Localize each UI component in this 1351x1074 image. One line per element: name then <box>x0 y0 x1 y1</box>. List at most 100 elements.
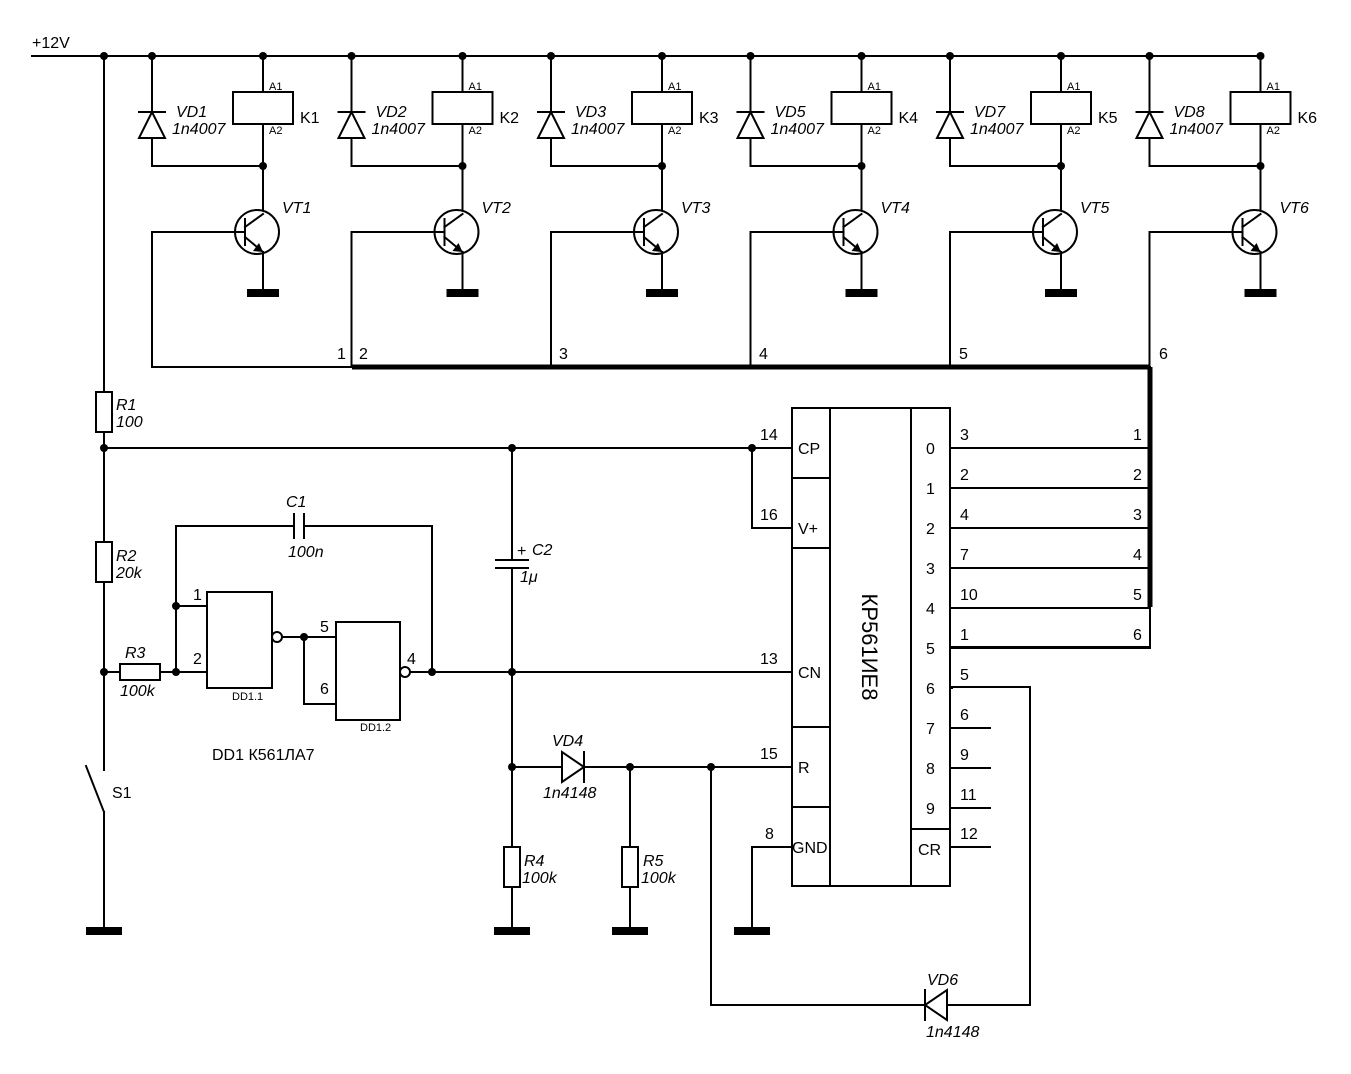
diode-type-4: 1n4007 <box>771 121 825 138</box>
transistor-name-5: VT5 <box>1080 200 1109 217</box>
relay-stages: VD11n4007A1A2K1VT1VD21n4007A1A2K2VT2VD31… <box>137 52 1318 368</box>
relay-name-2: K2 <box>500 110 520 127</box>
ic-pin-num-12: 12 <box>960 826 978 843</box>
resistor-r1 <box>95 391 113 433</box>
bus-label-1: 1 <box>337 346 346 363</box>
relay-a2-5: A2 <box>1067 125 1080 137</box>
r5-name: R5 <box>643 853 664 870</box>
ic-out-bus-6: 6 <box>1133 627 1142 644</box>
ic-out-pin-9: 9 <box>960 747 969 764</box>
diode-name-1: VD1 <box>176 104 207 121</box>
diode-name-6: VD8 <box>1174 104 1205 121</box>
diode-name-5: VD7 <box>974 104 1006 121</box>
ic-pin-label-cr: CR <box>918 842 941 859</box>
clock-line <box>103 444 793 529</box>
bus-label-5: 5 <box>959 346 968 363</box>
relay-a1-4: A1 <box>868 81 881 93</box>
ground-6 <box>1244 289 1277 297</box>
dd12-pin5: 5 <box>320 619 329 636</box>
r4-name: R4 <box>524 853 545 870</box>
relay-name-6: K6 <box>1298 110 1318 127</box>
ground-symbol <box>86 927 122 935</box>
ic-pin-label-r: R <box>798 760 810 777</box>
bus-label-2: 2 <box>359 346 368 363</box>
dd1-caption: DD1 К561ЛА7 <box>212 747 315 764</box>
ic-out-bus-2: 2 <box>1133 467 1142 484</box>
flyback-diode-3 <box>536 109 566 139</box>
ground-2 <box>446 289 479 297</box>
ic-out-pin-4: 4 <box>960 507 969 524</box>
ic-out-pin-6: 6 <box>960 707 969 724</box>
r3-name: R3 <box>125 645 146 662</box>
dd11-pin1: 1 <box>193 587 202 604</box>
relay-a1-2: A1 <box>469 81 482 93</box>
ic-out-label-5: 5 <box>926 641 935 658</box>
bus-label-3: 3 <box>559 346 568 363</box>
s1-name: S1 <box>112 785 132 802</box>
transistor-name-2: VT2 <box>482 200 511 217</box>
r3-value: 100k <box>120 683 156 700</box>
relay-coil-5 <box>1030 91 1092 125</box>
relay-a2-4: A2 <box>868 125 881 137</box>
ic-counter: КР561ИЕ8 CP V+ CN R GND 14 16 13 15 8 CR… <box>760 407 1151 887</box>
gate-dd1-2-bubble <box>399 666 411 678</box>
relay-a2-2: A2 <box>469 125 482 137</box>
r2-value: 20k <box>115 565 143 582</box>
gate-dd1-1-bubble <box>271 631 283 643</box>
relay-coil-1 <box>232 91 294 125</box>
bus-label-4: 4 <box>759 346 768 363</box>
ic-out-label-9: 9 <box>926 801 935 818</box>
vd4-value: 1n4148 <box>543 785 596 802</box>
resistor-r2 <box>95 541 113 583</box>
bus-label-6: 6 <box>1159 346 1168 363</box>
ic-out-pin-10: 10 <box>960 587 978 604</box>
ic-out-pin-3: 3 <box>960 427 969 444</box>
ic-out-label-7: 7 <box>926 721 935 738</box>
flyback-diode-6 <box>1134 109 1165 139</box>
dd12-name: DD1.2 <box>360 722 391 734</box>
vd4-name: VD4 <box>552 733 583 750</box>
switch-s1 <box>84 764 106 814</box>
gate-oscillator: C1 100n 1 2 DD1.1 5 6 4 DD1.2 DD1 К561ЛА… <box>172 494 793 764</box>
relay-coil-3 <box>631 91 693 125</box>
c2-name: C2 <box>532 542 553 559</box>
ground-5 <box>1045 289 1077 297</box>
r4-value: 100k <box>522 870 558 887</box>
flyback-diode-4 <box>735 109 766 139</box>
c2-plus: + <box>517 543 526 560</box>
relay-name-1: K1 <box>300 110 320 127</box>
diode-type-6: 1n4007 <box>1170 121 1224 138</box>
supply-label: +12V <box>32 35 70 52</box>
ic-out-label-8: 8 <box>926 761 935 778</box>
relay-coil-6 <box>1229 91 1292 125</box>
diode-name-3: VD3 <box>575 104 606 121</box>
relay-a1-1: A1 <box>269 81 282 93</box>
reset-network: + C2 1μ R4 100k VD4 1n4148 R5 100k VD6 1… <box>494 447 1031 1041</box>
ic-pin-label-cp: CP <box>798 441 820 458</box>
ic-out-label-6: 6 <box>926 681 935 698</box>
relay-coil-2 <box>431 91 494 125</box>
diode-name-2: VD2 <box>376 104 407 121</box>
diode-vd4 <box>561 750 586 784</box>
relay-a1-3: A1 <box>668 81 681 93</box>
gate-dd1-1 <box>206 591 273 689</box>
ic-out-pin-1: 1 <box>960 627 969 644</box>
ic-out-pin-11: 11 <box>960 787 977 804</box>
ic-out-label-4: 4 <box>926 601 935 618</box>
relay-a2-6: A2 <box>1267 125 1280 137</box>
ic-out-bus-5: 5 <box>1133 587 1142 604</box>
relay-coil-4 <box>830 91 893 125</box>
diode-type-5: 1n4007 <box>970 121 1024 138</box>
ic-out-label-0: 0 <box>926 441 935 458</box>
relay-a1-6: A1 <box>1267 81 1280 93</box>
dd11-pin2: 2 <box>193 651 202 668</box>
r1-name: R1 <box>116 397 136 414</box>
relay-name-3: K3 <box>699 110 719 127</box>
r2-name: R2 <box>116 548 137 565</box>
